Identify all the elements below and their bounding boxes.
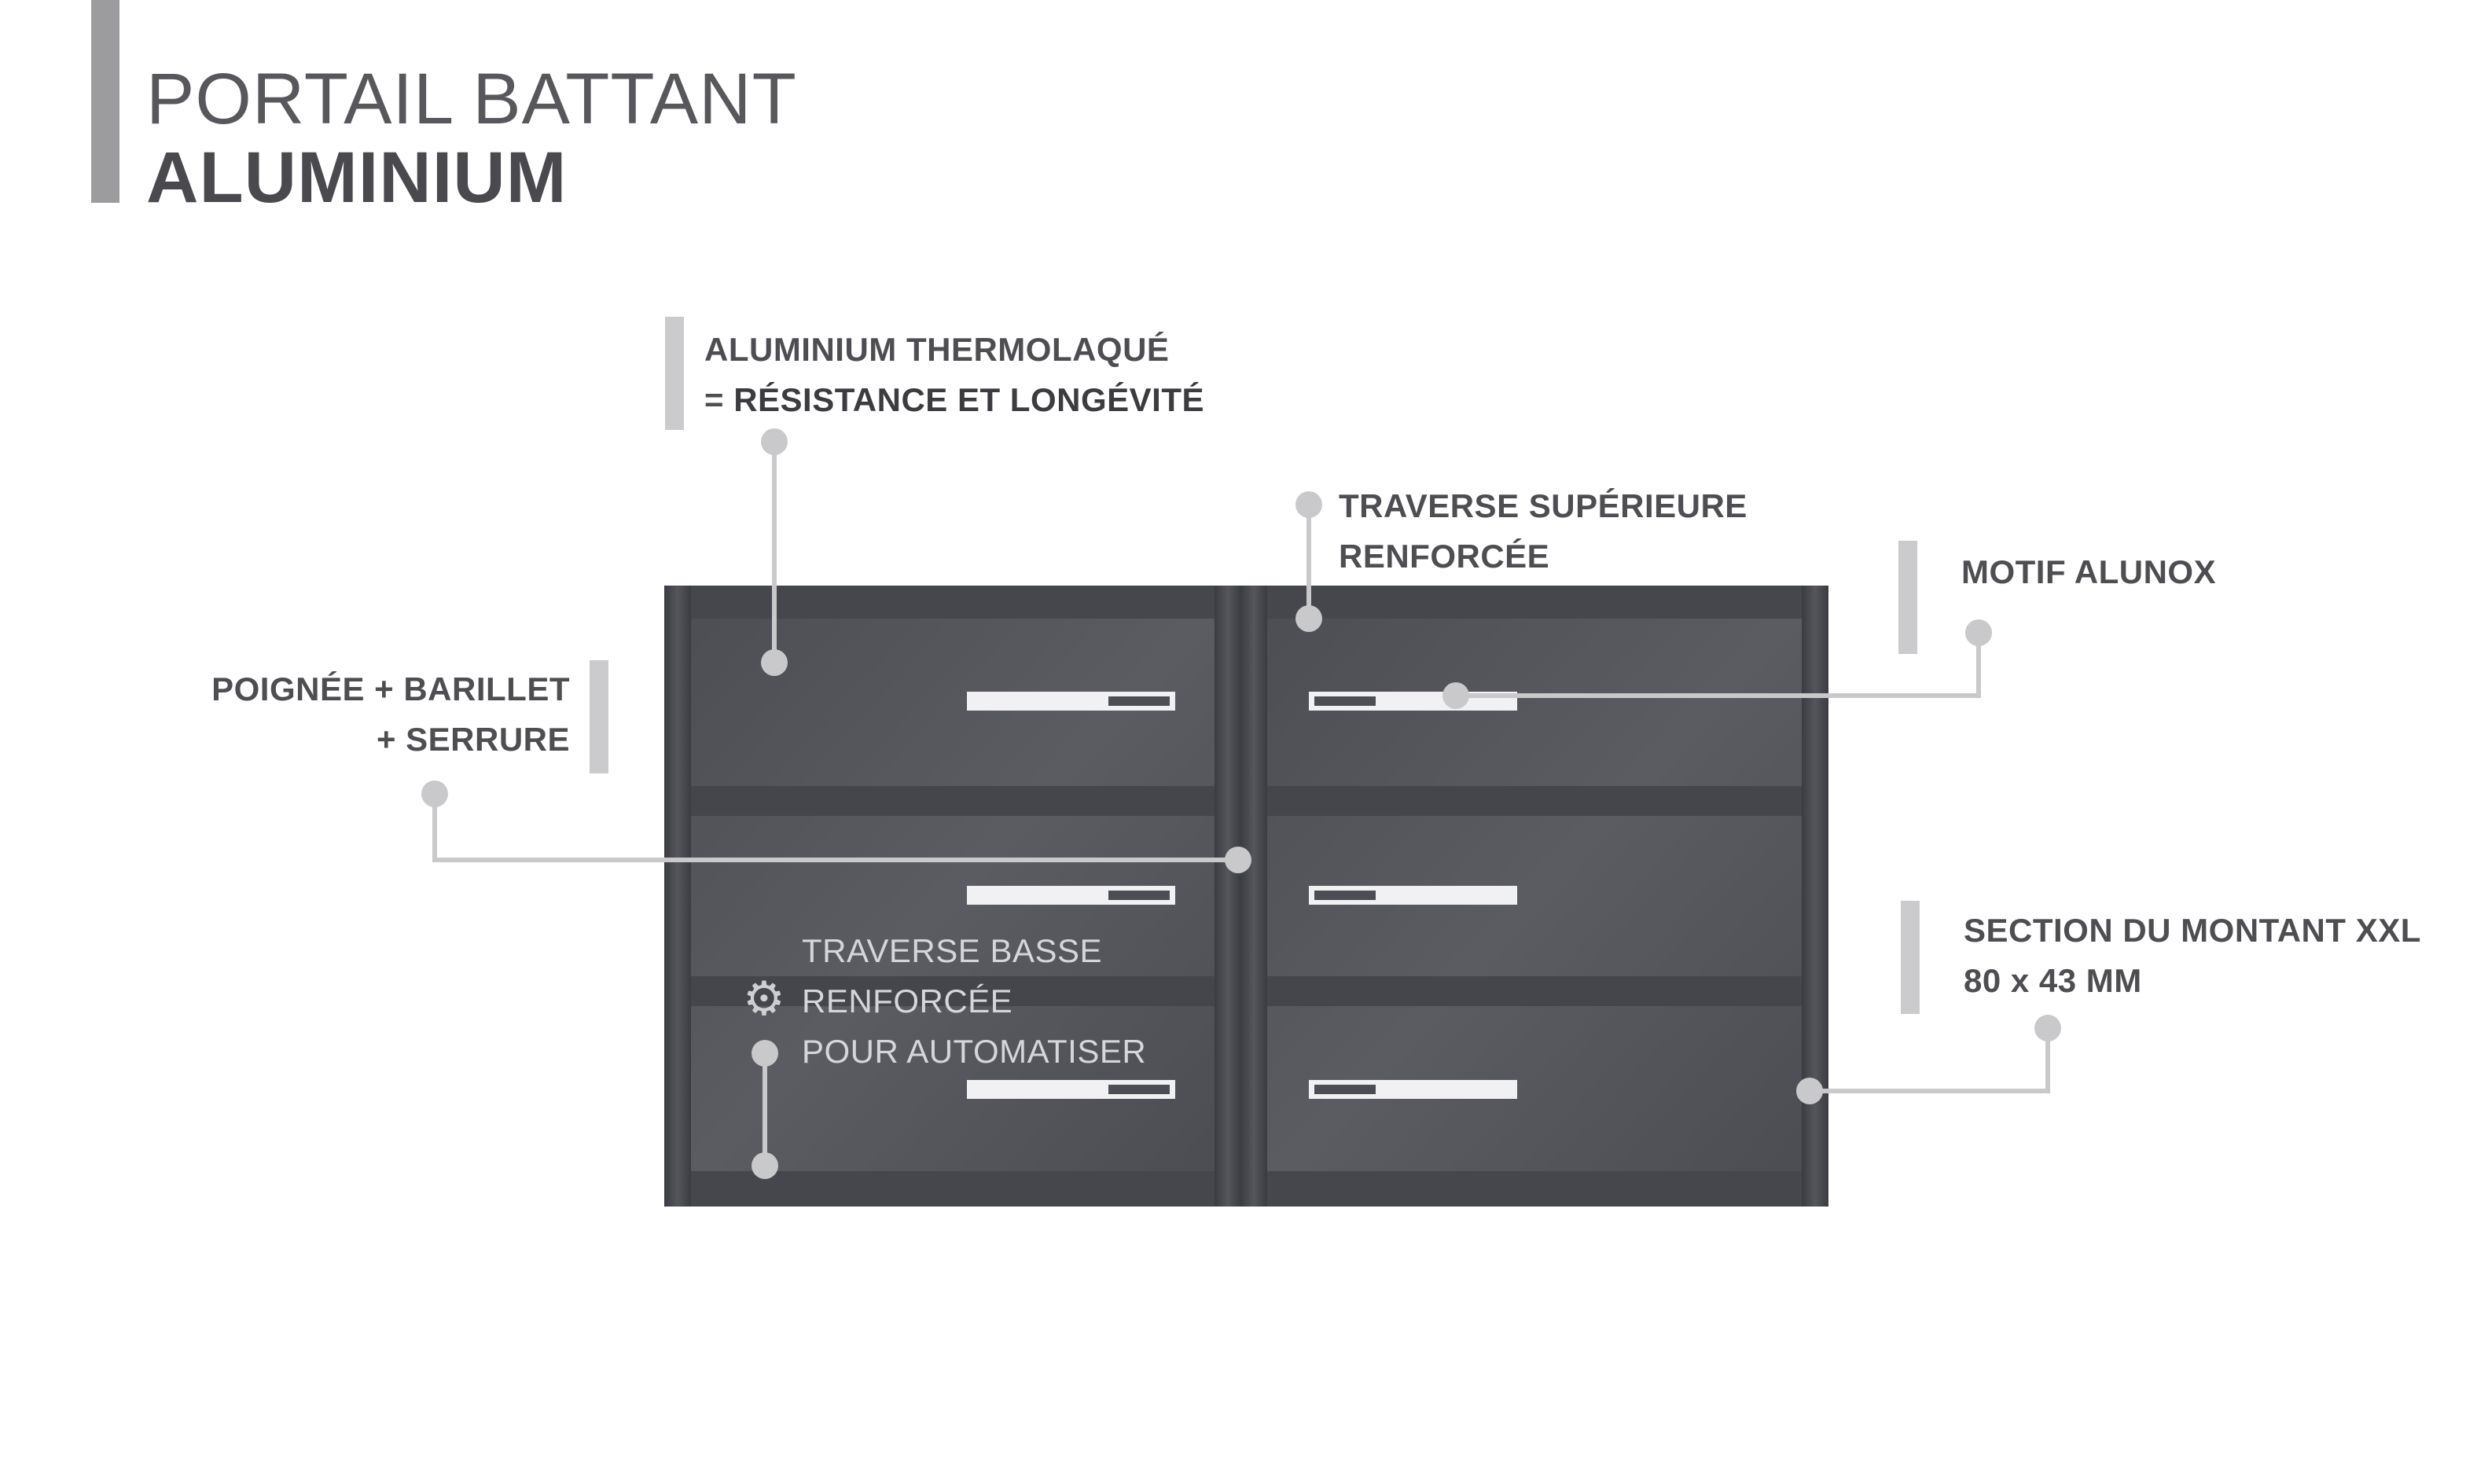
- gear-icon: ⚙: [743, 972, 785, 1025]
- callout-bar-poignee: [590, 660, 608, 773]
- callout-traverse-basse: TRAVERSE BASSE RENFORCÉE POUR AUTOMATISE…: [802, 926, 1146, 1077]
- callout-motif-line1: MOTIF ALUNOX: [1961, 553, 2217, 590]
- callout-traverse-sup-line2: RENFORCÉE: [1339, 538, 1550, 575]
- callout-bar-motif: [1898, 541, 1917, 654]
- title-accent-bar: [91, 0, 119, 203]
- callout-lines: [432, 442, 2050, 1166]
- page-title-line1: PORTAIL BATTANT: [146, 59, 797, 139]
- callout-section-montant: SECTION DU MONTANT XXL 80 x 43 MM: [1964, 905, 2421, 1006]
- callout-motif-alunox: MOTIF ALUNOX: [1961, 547, 2216, 597]
- callout-poignee-line2: + SERRURE: [376, 721, 570, 758]
- callout-traverse-sup-line1: TRAVERSE SUPÉRIEURE: [1339, 487, 1747, 524]
- callout-poignee-line1: POIGNÉE + BARILLET: [211, 670, 570, 707]
- alunox-inserts: [967, 692, 1517, 1099]
- callout-aluminium-bold: RÉSISTANCE ET LONGÉVITÉ: [733, 381, 1204, 418]
- callout-dots: [421, 428, 2061, 1179]
- callout-section-line1: SECTION DU MONTANT XXL: [1964, 912, 2421, 949]
- callout-traverse-basse-line3: POUR AUTOMATISER: [802, 1033, 1147, 1070]
- gate-left-leaf: [664, 586, 1241, 1207]
- callout-section-line2: 80 x 43 MM: [1964, 962, 2142, 999]
- callout-aluminium-line2: = RÉSISTANCE ET LONGÉVITÉ: [704, 375, 1204, 425]
- callout-bar-aluminium: [665, 317, 684, 430]
- callout-bar-section: [1901, 901, 1920, 1014]
- callout-poignee: POIGNÉE + BARILLET + SERRURE: [211, 664, 570, 765]
- callout-aluminium-prefix: =: [704, 381, 734, 418]
- callout-traverse-superieure: TRAVERSE SUPÉRIEURE RENFORCÉE: [1339, 481, 1747, 582]
- callout-aluminium-line1: ALUMINIUM THERMOLAQUÉ: [704, 331, 1170, 368]
- callout-traverse-basse-line2: RENFORCÉE: [802, 983, 1013, 1019]
- page-title-line2: ALUMINIUM: [146, 138, 568, 218]
- callout-traverse-basse-line1: TRAVERSE BASSE: [802, 932, 1103, 969]
- callout-aluminium: ALUMINIUM THERMOLAQUÉ = RÉSISTANCE ET LO…: [704, 325, 1204, 425]
